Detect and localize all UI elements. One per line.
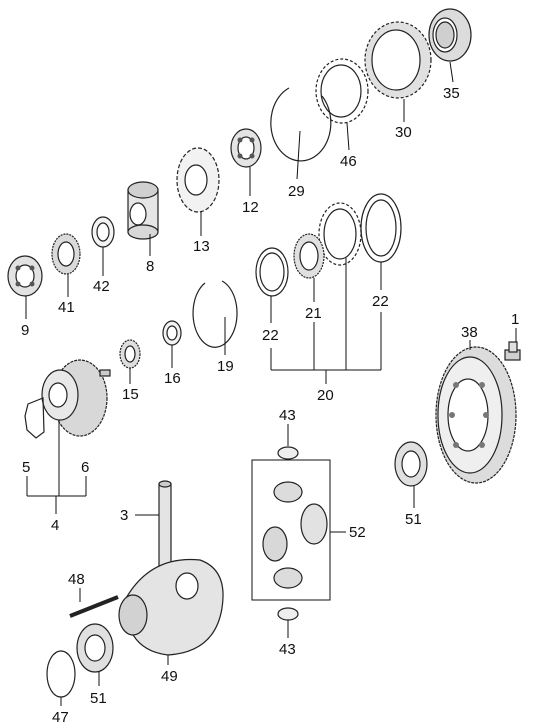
part-9-bearing (7, 255, 43, 297)
callout-42: 42 (93, 278, 110, 295)
callout-15: 15 (122, 386, 139, 403)
callout-29: 29 (288, 183, 305, 200)
callout-4: 4 (51, 517, 59, 534)
part-22-plate-left (255, 247, 289, 297)
callout-52: 52 (349, 524, 366, 541)
callout-19: 19 (217, 358, 234, 375)
callout-51-left: 51 (90, 690, 107, 707)
callout-13: 13 (193, 238, 210, 255)
callout-41: 41 (58, 299, 75, 316)
part-35-nut (428, 8, 472, 62)
part-41-thrust-bearing (51, 233, 81, 275)
callout-3: 3 (120, 507, 128, 524)
callout-16: 16 (164, 370, 181, 387)
part-13-sprocket (176, 147, 220, 213)
part-47-shim (46, 650, 76, 698)
part-38-ring-gear (435, 346, 517, 484)
callout-22-left: 22 (262, 327, 279, 344)
callout-35: 35 (443, 85, 460, 102)
part-20-clutch-disc (318, 202, 362, 266)
callout-1: 1 (511, 311, 519, 328)
part-22-plate-right (360, 193, 402, 263)
part-19-snap-ring (192, 280, 238, 348)
part-8-gear-shaft (127, 181, 159, 240)
part-16-washer (162, 320, 182, 346)
callout-49: 49 (161, 668, 178, 685)
callout-6: 6 (81, 459, 89, 476)
leader-lines (25, 61, 517, 706)
callout-12: 12 (242, 199, 259, 216)
part-1-bolt (504, 341, 521, 361)
callout-5: 5 (22, 459, 30, 476)
callout-22-right: 22 (372, 293, 389, 310)
callout-38: 38 (461, 324, 478, 341)
part-43-washer-bottom (277, 607, 299, 621)
callout-8: 8 (146, 258, 154, 275)
part-29-snap-ring (270, 87, 332, 162)
part-42-washer (91, 216, 115, 248)
part-15-thrust-bearing (119, 339, 141, 369)
part-12-bearing (230, 128, 262, 168)
callout-21: 21 (305, 305, 322, 322)
callout-9: 9 (21, 322, 29, 339)
part-48-pin (69, 595, 119, 618)
callout-51-right: 51 (405, 511, 422, 528)
callout-20: 20 (317, 387, 334, 404)
part-30-ring-gear (364, 21, 432, 99)
callout-43-bottom: 43 (279, 641, 296, 658)
callout-30: 30 (395, 124, 412, 141)
part-51-bearing-left (76, 623, 114, 673)
part-51-bearing-right (394, 441, 428, 487)
part-43-washer-top (277, 446, 299, 460)
part-21-bearing-cage (293, 233, 325, 279)
callout-43-top: 43 (279, 407, 296, 424)
part-52-gear-set (251, 459, 331, 601)
callout-48: 48 (68, 571, 85, 588)
callout-47: 47 (52, 709, 69, 726)
part-5-gasket (24, 397, 45, 439)
part-6-gear-assembly (41, 359, 111, 437)
callout-46: 46 (340, 153, 357, 170)
callout-labels: 35 30 46 29 12 13 8 42 41 9 22 21 22 19 … (21, 85, 519, 726)
part-49-differential-case (118, 558, 224, 656)
part-46-clutch-disc (315, 58, 369, 124)
